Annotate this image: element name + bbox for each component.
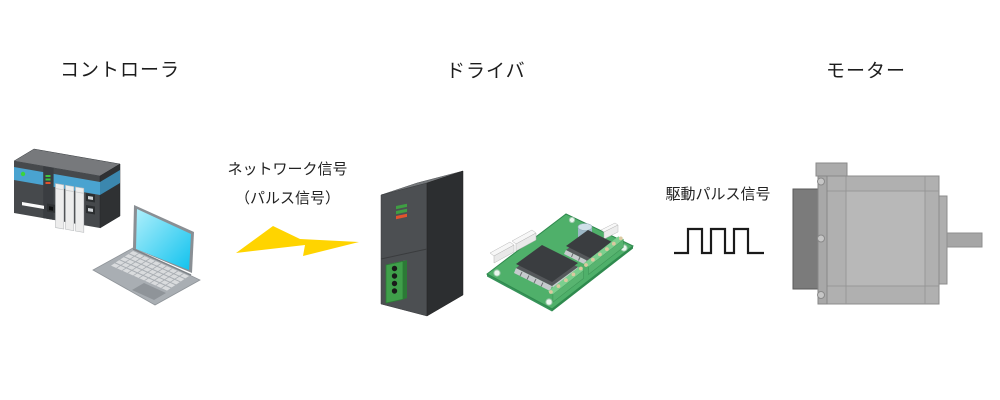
network-signal-line1: ネットワーク信号: [227, 161, 348, 178]
stepper-motor-icon: [792, 162, 983, 305]
driver-title: ドライバ: [446, 61, 526, 82]
controller-title: コントローラ: [60, 60, 181, 81]
network-signal-label: ネットワーク信号 （パルス信号）: [205, 155, 370, 213]
motor-title: モーター: [826, 61, 907, 82]
plc-icon: [13, 148, 121, 233]
circuit-board-icon: [486, 213, 634, 312]
laptop-icon: [92, 205, 201, 306]
network-signal-line2: （パルス信号）: [234, 190, 340, 207]
driver-unit-icon: [380, 170, 464, 317]
lightning-bolt-icon: [236, 226, 359, 256]
drive-pulse-label: 駆動パルス信号: [665, 186, 771, 203]
pulse-waveform-icon: [674, 227, 764, 255]
